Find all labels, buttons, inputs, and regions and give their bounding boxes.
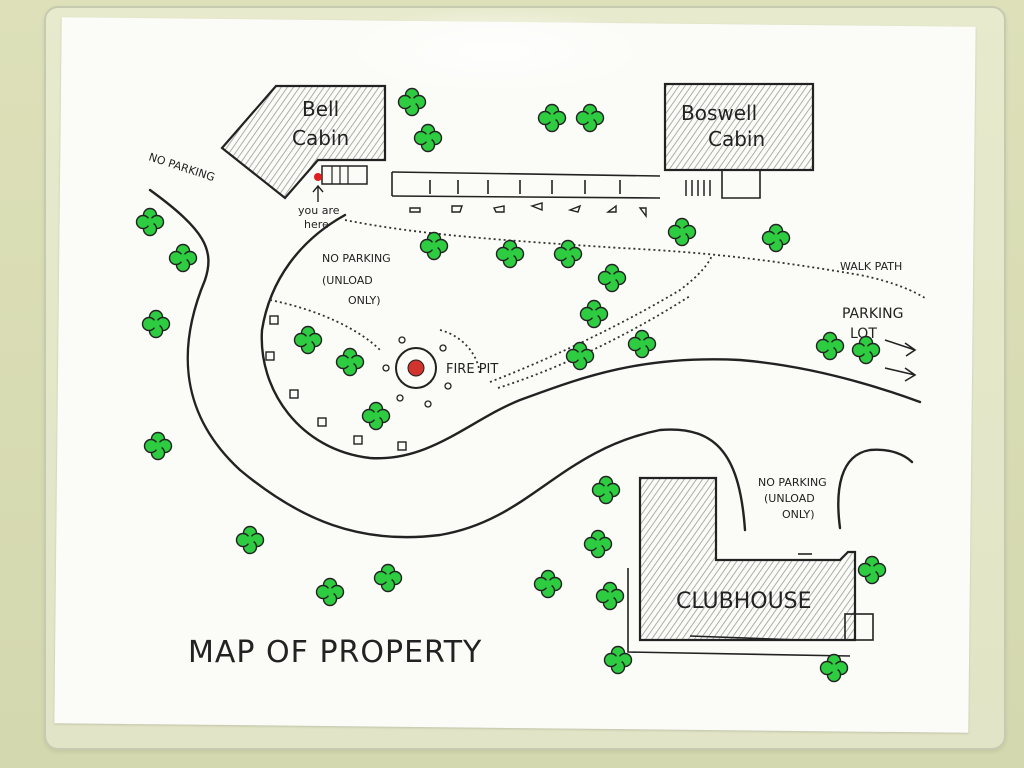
tree-icon [591, 475, 621, 505]
tree-icon [667, 217, 697, 247]
clubhouse-label: CLUBHOUSE [676, 589, 812, 614]
tree-icon [579, 299, 609, 329]
boswell-cabin-porch [721, 170, 761, 199]
tree-icon [361, 401, 391, 431]
fire-pit-label: FIRE PIT [446, 362, 498, 377]
tree-icon [315, 577, 345, 607]
tree-icon [583, 529, 613, 559]
bell-cabin-label-line1: Bell [302, 97, 339, 121]
walk-path-label: WALK PATH [840, 260, 902, 273]
you-are-here-label-line2: here [304, 218, 329, 231]
bell-cabin-label-line2: Cabin [292, 126, 349, 150]
boswell-cabin-label-line1: Boswell [681, 101, 757, 125]
no-parking-unload-right-line2: (UNLOAD [764, 492, 815, 505]
tree-icon [575, 103, 605, 133]
tree-icon [413, 123, 443, 153]
walk-paths [269, 219, 926, 389]
map-labels: NO PARKING NO PARKING (UNLOAD ONLY) WALK… [147, 150, 917, 670]
deck-walkway [391, 171, 661, 199]
tree-icon [603, 645, 633, 675]
you-are-here-label-line1: you are [298, 204, 340, 217]
walk-path-branch-lower [497, 295, 691, 389]
tree-icon [595, 581, 625, 611]
tree-icon [851, 335, 881, 365]
tree-icon [135, 207, 165, 237]
no-parking-unload-left-line2: (UNLOAD [322, 274, 373, 287]
fire-pit-ring [395, 347, 437, 389]
fire-pit-arc [269, 299, 381, 351]
bell-cabin-steps [321, 165, 368, 185]
no-parking-top-label: NO PARKING [147, 150, 216, 184]
boswell-cabin-building [663, 82, 815, 172]
clubhouse-deck [627, 553, 874, 657]
tree-icon [293, 325, 323, 355]
tree-icon [335, 347, 365, 377]
fire-pit-fire [407, 359, 425, 377]
walk-path-branch [489, 254, 713, 383]
tree-icon [533, 569, 563, 599]
trees [135, 87, 887, 683]
roads [148, 188, 922, 539]
you-are-here-marker: you are here [298, 173, 340, 231]
boswell-cabin-steps [685, 180, 711, 196]
clubhouse-drive-right [837, 448, 914, 530]
tree-icon [235, 525, 265, 555]
fire-pit-seats [382, 336, 452, 408]
boswell-cabin[interactable]: Boswell Cabin [663, 82, 815, 199]
no-parking-unload-right-line1: NO PARKING [758, 476, 827, 489]
fire-pit-arc-right [439, 329, 481, 376]
parking-lot-arrow-1 [884, 339, 917, 357]
tree-icon [495, 239, 525, 269]
you-are-here-arrow [312, 184, 324, 202]
bell-cabin[interactable]: Bell Cabin [220, 84, 387, 200]
parking-lot-label-line1: PARKING [842, 306, 903, 322]
tree-icon [537, 103, 567, 133]
road-outer-edge [148, 188, 747, 539]
no-parking-unload-left-line1: NO PARKING [322, 252, 391, 265]
boswell-cabin-label-line2: Cabin [708, 127, 765, 151]
tree-icon [761, 223, 791, 253]
no-parking-unload-right-line3: ONLY) [782, 508, 815, 521]
tree-icon [553, 239, 583, 269]
parking-stops [265, 202, 647, 451]
tree-icon [168, 243, 198, 273]
tree-icon [857, 555, 887, 585]
tree-icon [597, 263, 627, 293]
tree-icon [143, 431, 173, 461]
fire-pit[interactable]: FIRE PIT [382, 336, 498, 408]
tree-icon [565, 341, 595, 371]
tree-icon [627, 329, 657, 359]
tree-icon [419, 231, 449, 261]
tree-icon [819, 653, 849, 683]
tree-icon [815, 331, 845, 361]
clubhouse-building [638, 476, 857, 642]
tree-icon [373, 563, 403, 593]
you-are-here-dot [314, 173, 322, 181]
map-title: MAP OF PROPERTY [188, 635, 482, 670]
road-inner-edge [260, 213, 922, 460]
no-parking-unload-left-line3: ONLY) [348, 294, 381, 307]
tree-icon [397, 87, 427, 117]
tree-icon [141, 309, 171, 339]
parking-lot-arrow-2 [884, 367, 917, 382]
clubhouse[interactable]: CLUBHOUSE [627, 476, 874, 657]
